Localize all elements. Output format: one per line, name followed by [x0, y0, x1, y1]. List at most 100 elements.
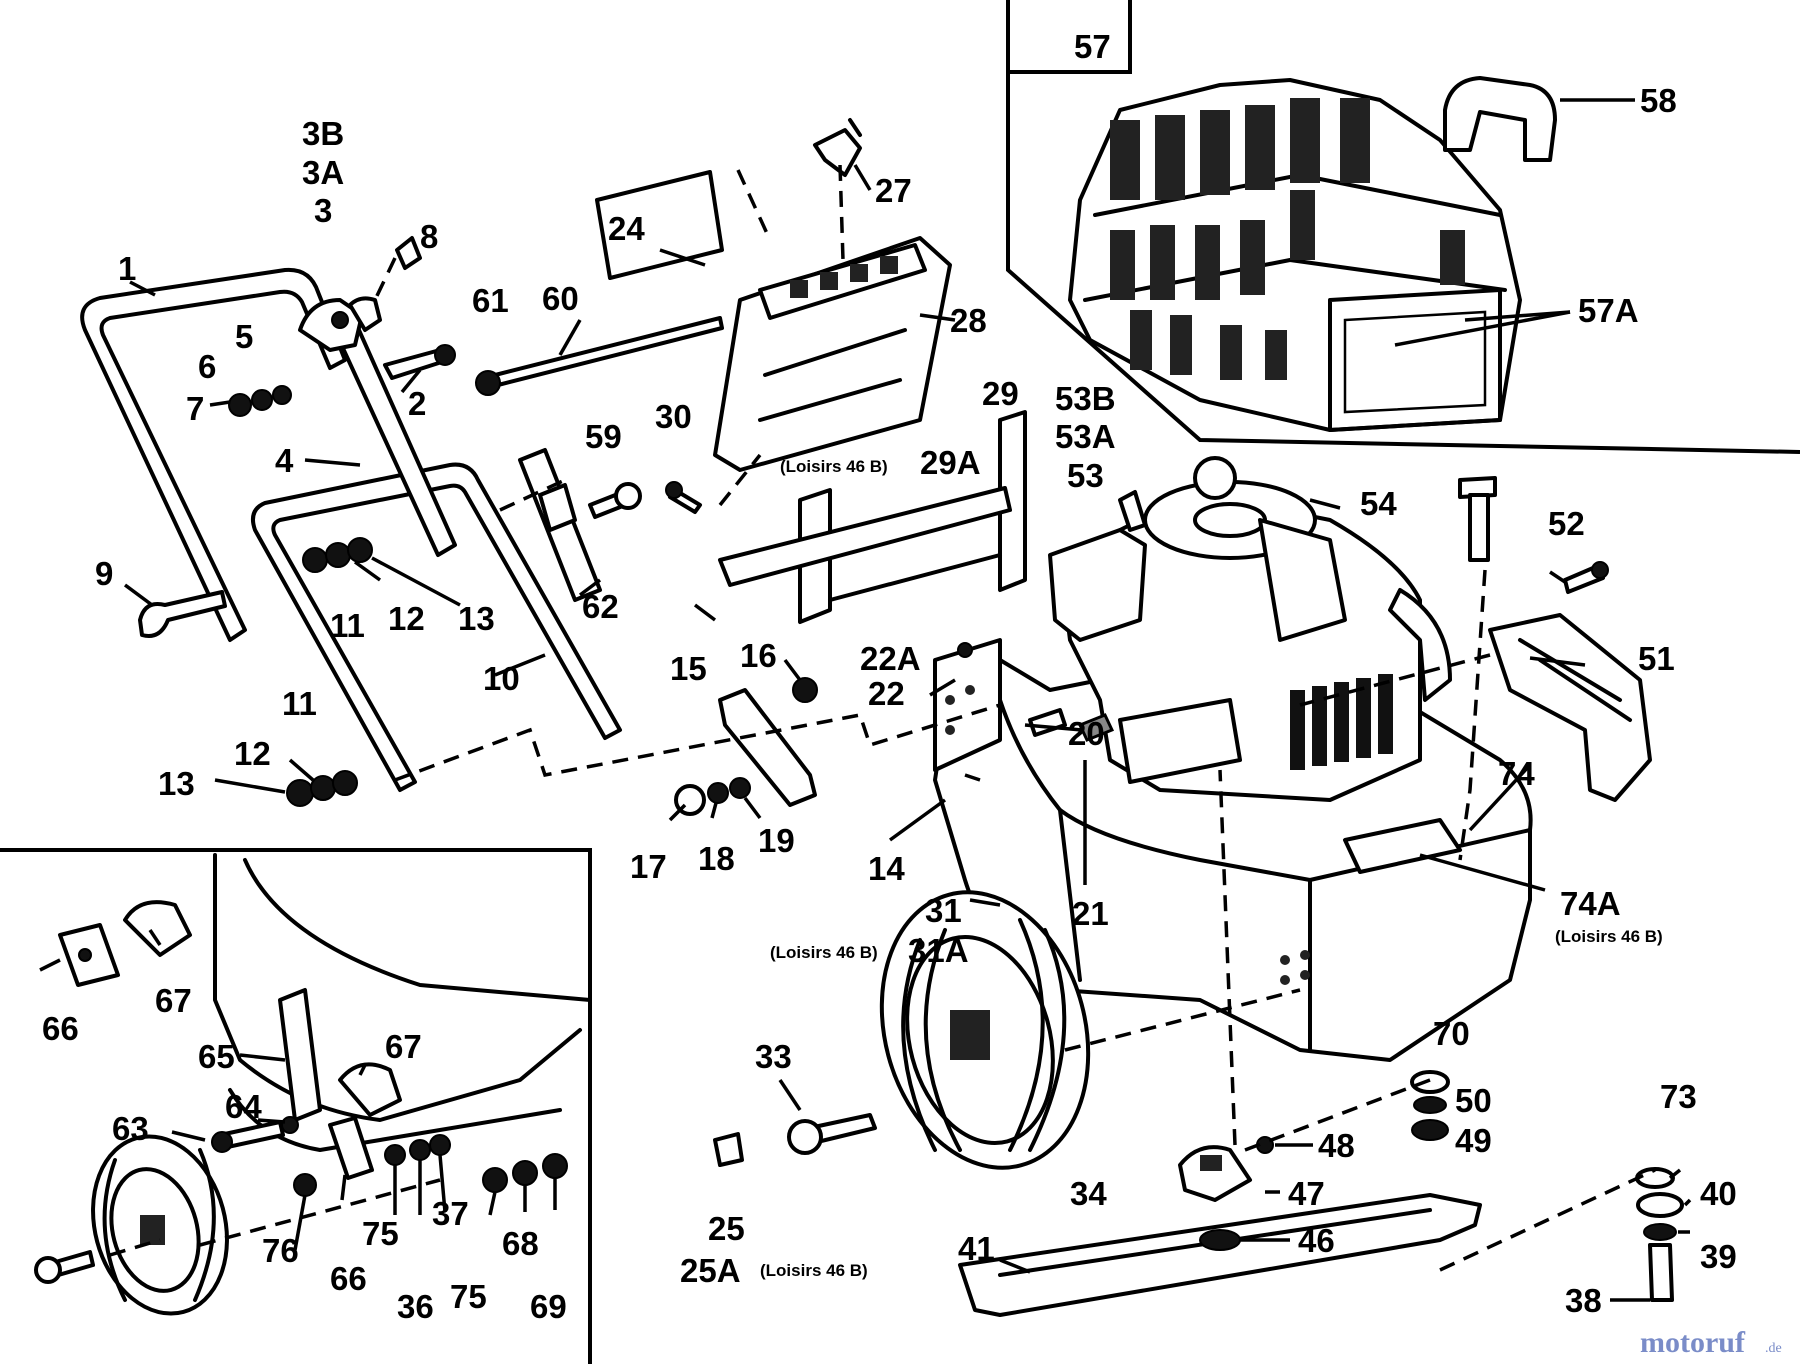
bracket-29: [718, 410, 1027, 624]
label-70: 70: [1433, 1015, 1470, 1052]
label-39: 39: [1700, 1238, 1737, 1275]
label-22A: 22A: [860, 640, 921, 677]
label-51: 51: [1638, 640, 1675, 677]
label-63: 63: [112, 1110, 149, 1147]
blade-adapter-47: [1178, 1145, 1252, 1202]
washer-stack-49-70: [1410, 1070, 1450, 1141]
label-59: 59: [585, 418, 622, 455]
engine: [1058, 456, 1452, 802]
label-plate-24: [595, 170, 724, 280]
label-22: 22: [868, 675, 905, 712]
label-62: 62: [582, 588, 619, 625]
handle-knob-62: [518, 448, 602, 602]
label-29A: 29A: [920, 444, 981, 481]
lower-handlebar: [251, 462, 622, 792]
label-47: 47: [1288, 1175, 1325, 1212]
hub-cap-25: [713, 1132, 744, 1167]
label-67b: 67: [385, 1028, 422, 1065]
label-38: 38: [1565, 1282, 1602, 1319]
bolt-59: [588, 482, 642, 519]
label-57: 57: [1074, 28, 1111, 65]
label-1: 1: [118, 250, 136, 287]
label-3B: 3B: [302, 115, 344, 152]
handle-bolt-9: [138, 590, 227, 638]
label-29: 29: [982, 375, 1019, 412]
washer-nut-stack-11-13b: [286, 770, 358, 807]
label-30: 30: [655, 398, 692, 435]
label-52: 52: [1548, 505, 1585, 542]
label-53A: 53A: [1055, 418, 1116, 455]
label-27: 27: [875, 172, 912, 209]
label-15: 15: [670, 650, 707, 687]
label-68: 68: [502, 1225, 539, 1262]
screw-52: [1563, 561, 1609, 594]
leader-lines: [39, 98, 1692, 1302]
inset-bracket-66a: [58, 923, 120, 987]
label-16: 16: [740, 637, 777, 674]
rear-flap: [713, 236, 952, 472]
rod-60: [475, 316, 724, 396]
label-48: 48: [1318, 1127, 1355, 1164]
nut-16: [792, 677, 818, 703]
label-69: 69: [530, 1288, 567, 1325]
label-20: 20: [1068, 715, 1105, 752]
label-34: 34: [1070, 1175, 1107, 1212]
wheel-bolt-33: [787, 1113, 877, 1155]
label-33: 33: [755, 1038, 792, 1075]
label-18: 18: [698, 840, 735, 877]
fuel-tank-53: [1048, 490, 1147, 642]
label-3: 3: [314, 192, 332, 229]
watermark-suffix: .de: [1765, 1341, 1782, 1356]
label-40: 40: [1700, 1175, 1737, 1212]
note-loisirs-74A: (Loisirs 46 B): [1555, 927, 1663, 946]
label-66a: 66: [42, 1010, 79, 1047]
label-12a: 12: [388, 600, 425, 637]
label-66b: 66: [330, 1260, 367, 1297]
label-7: 7: [186, 390, 204, 427]
label-53B: 53B: [1055, 380, 1116, 417]
label-21: 21: [1072, 895, 1109, 932]
label-19: 19: [758, 822, 795, 859]
label-11b: 11: [282, 685, 317, 722]
clip-part: [395, 236, 422, 270]
handle-cam-lever: [298, 296, 382, 352]
note-loisirs-25A: (Loisirs 46 B): [760, 1261, 868, 1280]
label-36: 36: [397, 1288, 434, 1325]
side-discharge-51: [1488, 613, 1652, 802]
clip-27: [813, 118, 862, 177]
label-13a: 13: [458, 600, 495, 637]
deck-parts-20-22: [957, 642, 1115, 742]
watermark-logo: motoruf .de: [1640, 1326, 1782, 1359]
axle-bracket-15: [718, 688, 817, 807]
label-24: 24: [608, 210, 645, 247]
inset-lever-65: [278, 988, 322, 1122]
catcher-handle: [1443, 76, 1557, 162]
washer-nut-stack-5-7: [228, 385, 292, 417]
label-3A: 3A: [302, 154, 344, 191]
label-75b: 75: [450, 1278, 487, 1315]
label-58: 58: [1640, 82, 1677, 119]
inset-small-parts: [281, 1116, 568, 1197]
inset-spring-67b: [338, 1062, 402, 1117]
washer-46: [1199, 1229, 1241, 1251]
inset-deck-outline: [213, 853, 592, 1152]
blade-bolt-stack-38-40: [1635, 1167, 1684, 1302]
inset-axle-bolt: [34, 1250, 95, 1284]
label-25A: 25A: [680, 1252, 741, 1289]
deck-side-plate: [933, 638, 1002, 772]
wheel-adjust-inset-frame: [0, 848, 592, 1364]
label-54: 54: [1360, 485, 1397, 522]
label-37: 37: [432, 1195, 469, 1232]
note-loisirs-29A: (Loisirs 46 B): [780, 457, 888, 476]
part-labels: 57 58 57A 3B 3A 3 8 1 5 6 7 2 4 61 60 24…: [42, 28, 1737, 1325]
label-8: 8: [420, 218, 438, 255]
label-4: 4: [275, 442, 294, 479]
label-74: 74: [1498, 755, 1535, 792]
label-76: 76: [262, 1232, 299, 1269]
label-10: 10: [483, 660, 520, 697]
inset-wheel: [91, 1134, 229, 1316]
label-14: 14: [868, 850, 905, 887]
label-67a: 67: [155, 982, 192, 1019]
label-17: 17: [630, 848, 667, 885]
note-loisirs-31A: (Loisirs 46 B): [770, 943, 878, 962]
